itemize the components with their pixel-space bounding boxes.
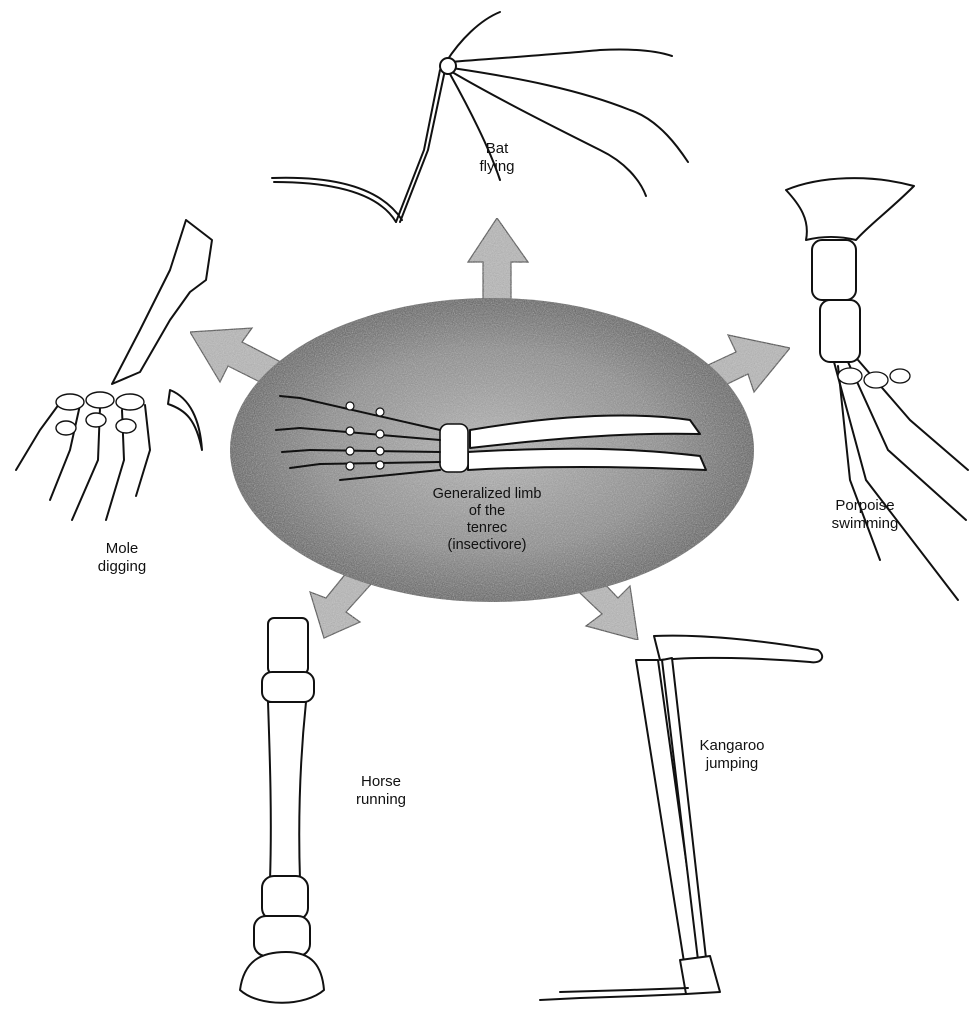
horse-limb-drawing xyxy=(240,618,324,1003)
label-porpoise-line-1: Porpoise xyxy=(820,497,910,515)
label-horse: Horse running xyxy=(344,773,418,809)
label-bat-line-2: flying xyxy=(468,158,526,176)
label-horse-line-1: Horse xyxy=(344,773,418,791)
label-kangaroo-line-2: jumping xyxy=(690,755,774,773)
label-porpoise-line-2: swimming xyxy=(820,515,910,533)
porpoise-flipper-drawing xyxy=(786,178,968,600)
label-kangaroo-line-1: Kangaroo xyxy=(690,737,774,755)
mole-limb-drawing xyxy=(16,220,212,520)
center-label-line-4: (insectivore) xyxy=(412,537,562,554)
label-bat-line-1: Bat xyxy=(468,140,526,158)
center-label-line-2: of the xyxy=(412,503,562,520)
center-label-line-1: Generalized limb xyxy=(412,486,562,503)
label-kangaroo: Kangaroo jumping xyxy=(690,737,774,773)
label-horse-line-2: running xyxy=(344,791,418,809)
center-label-line-3: tenrec xyxy=(412,520,562,537)
label-mole-line-1: Mole xyxy=(88,540,156,558)
label-bat: Bat flying xyxy=(468,140,526,176)
label-porpoise: Porpoise swimming xyxy=(820,497,910,533)
label-mole: Mole digging xyxy=(88,540,156,576)
label-mole-line-2: digging xyxy=(88,558,156,576)
bat-wing-drawing xyxy=(272,12,688,222)
center-label: Generalized limb of the tenrec (insectiv… xyxy=(412,486,562,554)
kangaroo-limb-drawing xyxy=(540,636,822,1000)
